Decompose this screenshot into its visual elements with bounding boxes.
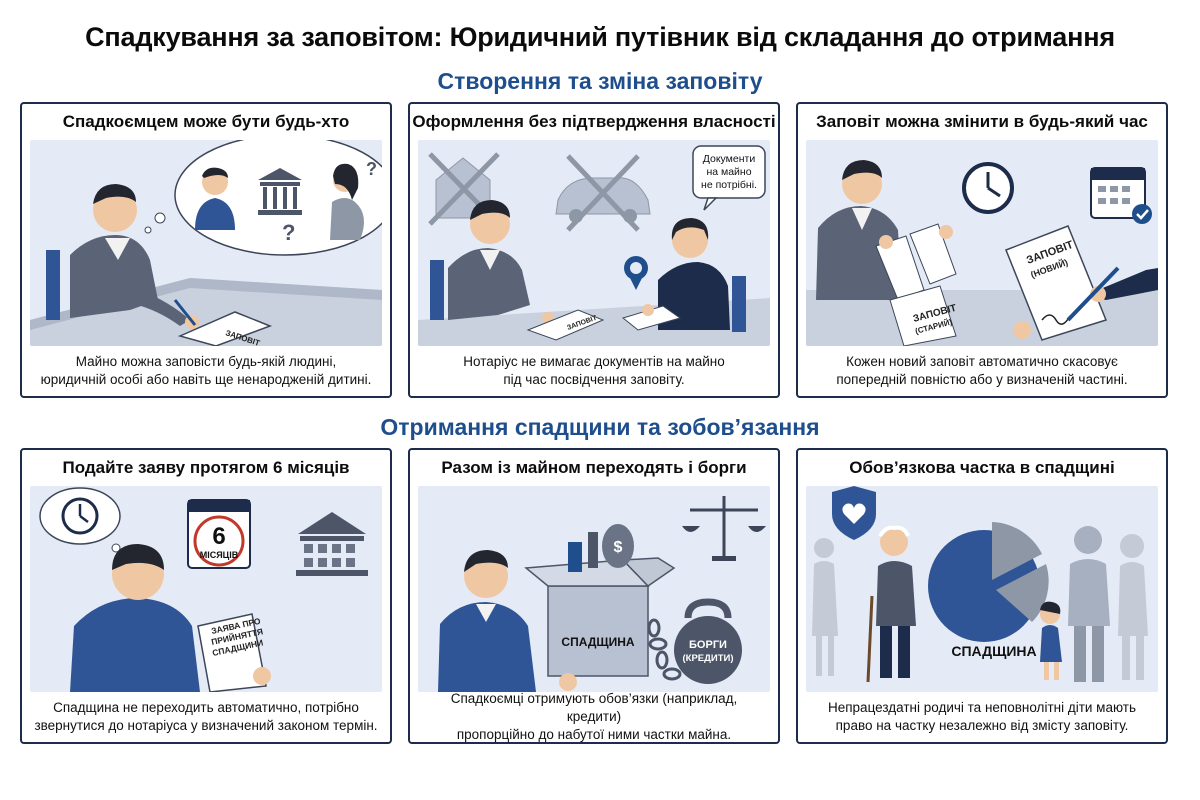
card-title: Оформлення без підтвердження власності — [412, 112, 776, 131]
section-title-inheritance: Отримання спадщини та зобов’язання — [380, 414, 820, 440]
card-title: Спадкоємцем може бути будь-хто — [62, 112, 350, 131]
illustration-application-deadline: 6 МІСЯЦІВ ЗАЯВА ПРО ПРИЙНЯТТЯ СПАДЩИНИ — [30, 486, 382, 692]
section-title-creation: Створення та зміна заповіту — [437, 68, 763, 94]
card-title: Заповіт можна змінити в будь-який час — [816, 112, 1148, 131]
card-anyone-heir: Спадкоємцем може бути будь-хто ЗАПОВІТ — [20, 102, 392, 398]
inheritance-box-label: СПАДЩИНА — [561, 635, 634, 649]
card-change-anytime: Заповіт можна змінити в будь-який час ЗА… — [796, 102, 1168, 398]
card-title: Разом із майном переходять і борги — [441, 458, 747, 477]
card-mandatory-share: Обов’язкова частка в спадщині СПАДЩИНА — [796, 448, 1168, 744]
illustration-man-writing-will: ЗАПОВІТ ? ? — [30, 140, 382, 346]
card-no-proof-ownership: Оформлення без підтвердження власності Д… — [408, 102, 780, 398]
illustration-inheritance-box-debts: $ СПАДЩИНА БОРГИ (КРЕДИТИ) — [418, 486, 770, 692]
debts-line-1: БОРГИ — [689, 639, 727, 651]
card-caption: Кожен новий заповіт автоматично скасовує… — [836, 353, 1128, 387]
card-caption: Спадщина не переходить автоматично, потр… — [34, 699, 378, 733]
svg-text:$: $ — [614, 539, 623, 556]
card-caption: Майно можна заповісти будь-якій людині,ю… — [40, 353, 372, 387]
debts-line-2: (КРЕДИТИ) — [682, 653, 733, 664]
illustration-notary-meeting: Документи на майно не потрібні. ЗАПОВІТ — [418, 140, 770, 346]
pie-label: СПАДЩИНА — [951, 643, 1036, 659]
card-caption: Спадкоємці отримують обов’язки (наприкла… — [450, 690, 738, 743]
bubble-line-2: на майно — [706, 166, 751, 178]
card-title: Подайте заяву протягом 6 місяців — [62, 458, 350, 477]
illustration-mandatory-share-pie: СПАДЩИНА — [806, 486, 1158, 692]
bubble-line-3: не потрібні. — [701, 179, 757, 191]
bubble-line-1: Документи — [703, 153, 756, 165]
card-debts-transfer: Разом із майном переходять і борги $ СПА… — [408, 448, 780, 744]
calendar-word: МІСЯЦІВ — [200, 550, 239, 560]
calendar-number: 6 — [212, 523, 225, 550]
page-title: Спадкування за заповітом: Юридичний путі… — [85, 22, 1115, 52]
svg-text:?: ? — [366, 159, 377, 179]
card-apply-6-months: Подайте заяву протягом 6 місяців 6 МІСЯЦ… — [20, 448, 392, 744]
svg-text:?: ? — [282, 220, 295, 245]
illustration-tearing-old-will: ЗАПОВІТ (СТАРИЙ) ЗАПОВІТ (НОВИЙ) — [806, 140, 1158, 346]
card-title: Обов’язкова частка в спадщині — [849, 458, 1115, 477]
card-caption: Непрацездатні родичі та неповнолітні діт… — [827, 699, 1137, 733]
